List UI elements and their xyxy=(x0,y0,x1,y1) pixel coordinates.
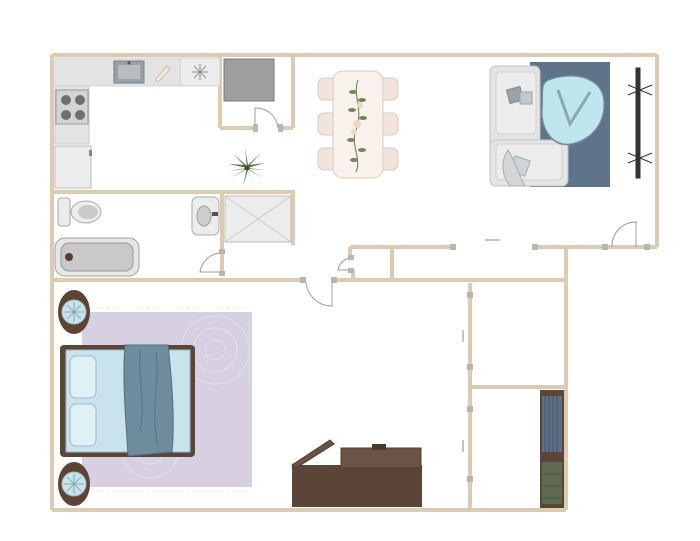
nightstand-top xyxy=(58,290,90,334)
door-bedroom xyxy=(305,281,333,307)
stove-icon xyxy=(55,89,89,125)
utensil-icon xyxy=(154,65,171,83)
door-closet xyxy=(254,107,279,129)
starburst-icon xyxy=(192,64,208,80)
nightstand-bottom xyxy=(58,462,90,506)
tv-stand xyxy=(627,67,653,179)
living-room xyxy=(489,62,653,187)
door-living xyxy=(611,221,637,248)
sliding-doors xyxy=(462,239,500,452)
door-bathroom xyxy=(199,252,223,273)
plant-icon xyxy=(228,148,266,186)
blanket xyxy=(123,344,174,457)
closet-shelving xyxy=(540,390,564,508)
utility-closet xyxy=(224,59,274,101)
bathroom xyxy=(54,195,292,277)
dishwasher-icon xyxy=(54,145,92,189)
kitchen xyxy=(54,57,221,189)
bedroom xyxy=(58,290,252,506)
desk xyxy=(291,439,422,507)
toilet-icon xyxy=(57,197,71,227)
door-jambs xyxy=(219,124,650,482)
outer-walls xyxy=(50,53,659,512)
dining-set xyxy=(317,70,399,179)
